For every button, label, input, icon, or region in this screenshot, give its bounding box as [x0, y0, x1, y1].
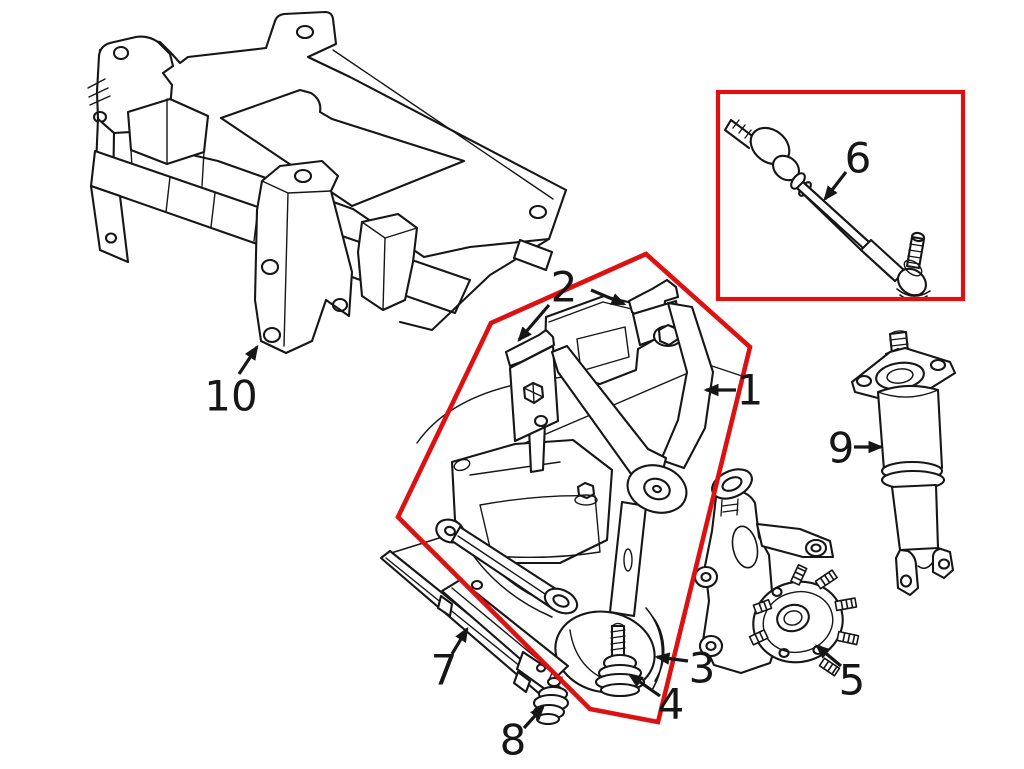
callout-arrow-2: [590, 288, 627, 306]
callout-arrow-10: [237, 344, 259, 375]
callout-arrow-4: [627, 673, 661, 698]
highlight-layer: [395, 89, 966, 725]
highlight-box-tie-rod: [715, 89, 966, 302]
callout-label-7: 7: [431, 646, 458, 695]
highlight-polygon-control-arm: [395, 251, 753, 725]
callout-label-8: 8: [500, 716, 527, 765]
callout-label-4: 4: [658, 680, 685, 729]
callout-label-6: 6: [845, 134, 872, 183]
brace-bracket-part7: [379, 549, 570, 704]
callout-arrow-7: [450, 626, 469, 655]
upper-arm-bushing: [626, 464, 688, 514]
upper-control-arm-part1: [504, 278, 715, 514]
callout-arrow-2: [517, 303, 551, 342]
lower-strut-rod: [450, 525, 579, 615]
steering-knuckle-hub-part5: [693, 468, 860, 677]
subframe-crossmember-part10: [87, 10, 568, 355]
callout-label-9: 9: [828, 424, 855, 473]
tie-rod-part6: [723, 118, 931, 302]
shock-absorber-part9: [850, 330, 957, 597]
callout-label-5: 5: [839, 656, 866, 705]
callout-label-1: 1: [737, 366, 764, 415]
lower-control-arm-part3: [387, 421, 665, 698]
wheel-studs: [748, 563, 860, 677]
callout-arrow-6: [823, 171, 848, 201]
callout-label-10: 10: [204, 372, 257, 421]
callout-label-2: 2: [551, 263, 578, 312]
callout-arrow-5: [815, 644, 843, 668]
callout-arrow-8: [522, 705, 545, 730]
mount-bracket-left-part2: [504, 328, 560, 443]
callout-label-3: 3: [689, 644, 716, 693]
tie-rod-end-stud: [903, 231, 926, 277]
callout-arrow-3: [654, 652, 689, 665]
